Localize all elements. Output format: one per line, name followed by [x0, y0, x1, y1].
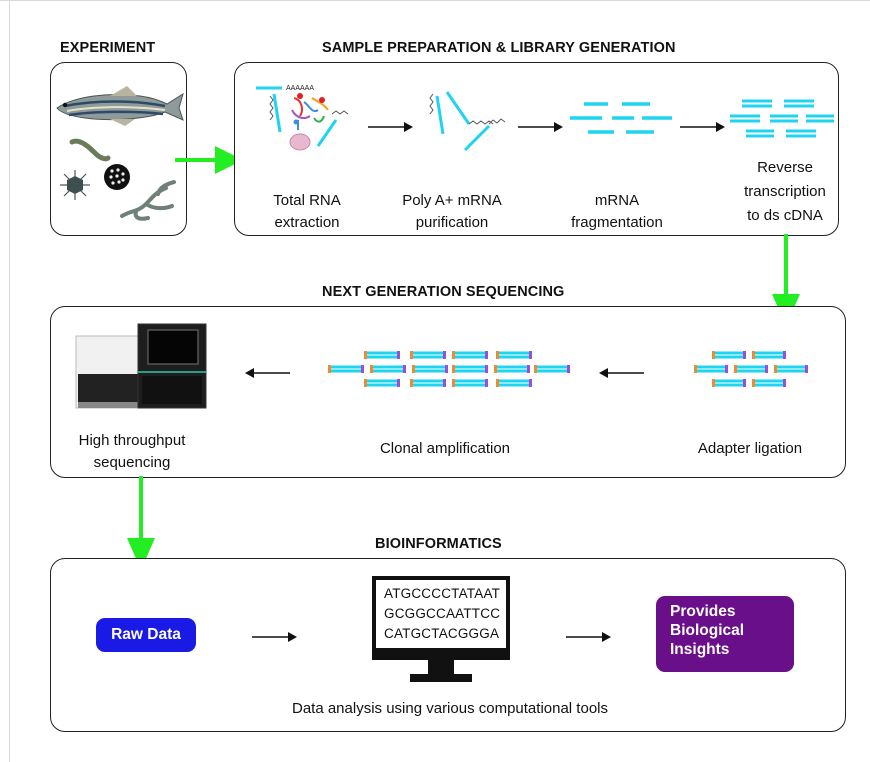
- bioinformatics-caption: Data analysis using various computationa…: [291, 700, 608, 717]
- ngs-heading: NEXT GENERATION SEQUENCING: [322, 284, 565, 300]
- step-total-rna-label: Total RNA extraction: [273, 192, 341, 231]
- polya-tag: AAAAAA: [286, 85, 314, 92]
- bio-arrow-2: [566, 632, 611, 642]
- prep-arrow-3: [680, 122, 725, 132]
- step-fragmentation-label: mRNA fragmentation: [571, 192, 663, 231]
- frame-top-rule: [0, 0, 870, 1]
- sequence-line-2: GCGGCCAATTCC: [384, 606, 501, 621]
- ngs-arrow-1: [245, 368, 290, 378]
- adapter-ligation-illustration: [694, 351, 808, 387]
- step-reverse-transcription-label: Reverse transcription to ds cDNA: [744, 159, 826, 224]
- sequence-line-1: ATGCCCCTATAAT: [384, 586, 501, 601]
- step-adapter-ligation-label: Adapter ligation: [697, 440, 803, 457]
- bacterium-illustration: [69, 138, 111, 162]
- flow-arrow-ngs-to-bioinformatics: [127, 476, 155, 570]
- zebrafish-illustration: [56, 86, 184, 126]
- ngs-arrow-2: [599, 368, 644, 378]
- experiment-heading: EXPERIMENT: [60, 40, 156, 56]
- mrna-fragments-illustration: [570, 102, 672, 134]
- fungus-illustration: [120, 180, 176, 221]
- sample-prep-box: [234, 62, 839, 236]
- spore-illustration: [104, 164, 130, 190]
- sample-prep-heading: SAMPLE PREPARATION & LIBRARY GENERATION: [322, 40, 676, 56]
- bioinformatics-heading: BIOINFORMATICS: [375, 536, 502, 552]
- total-rna-illustration: AAAAAA: [256, 85, 349, 151]
- flow-arrow-experiment-to-prep: [175, 146, 243, 174]
- prep-arrow-2: [518, 122, 563, 132]
- sequencer-machine-illustration: [75, 323, 207, 409]
- frame-left-rule: [9, 0, 10, 762]
- polya-mrna-illustration: [429, 91, 506, 152]
- ds-cdna-illustration: [730, 99, 834, 138]
- raw-data-badge: Raw Data: [96, 618, 196, 652]
- sequence-line-3: CATGCTACGGGA: [384, 626, 500, 641]
- step-clonal-amplification-label: Clonal amplification: [379, 440, 511, 457]
- bio-arrow-1: [252, 632, 297, 642]
- step-sequencing-label: High throughput sequencing: [78, 432, 186, 471]
- prep-arrow-1: [368, 122, 413, 132]
- virus-illustration: [60, 170, 90, 200]
- step-polya-label: Poly A+ mRNA purification: [402, 192, 502, 231]
- monitor-illustration: [372, 576, 510, 682]
- clonal-amplification-illustration: [328, 351, 570, 387]
- insights-badge: Provides Biological Insights: [656, 596, 794, 672]
